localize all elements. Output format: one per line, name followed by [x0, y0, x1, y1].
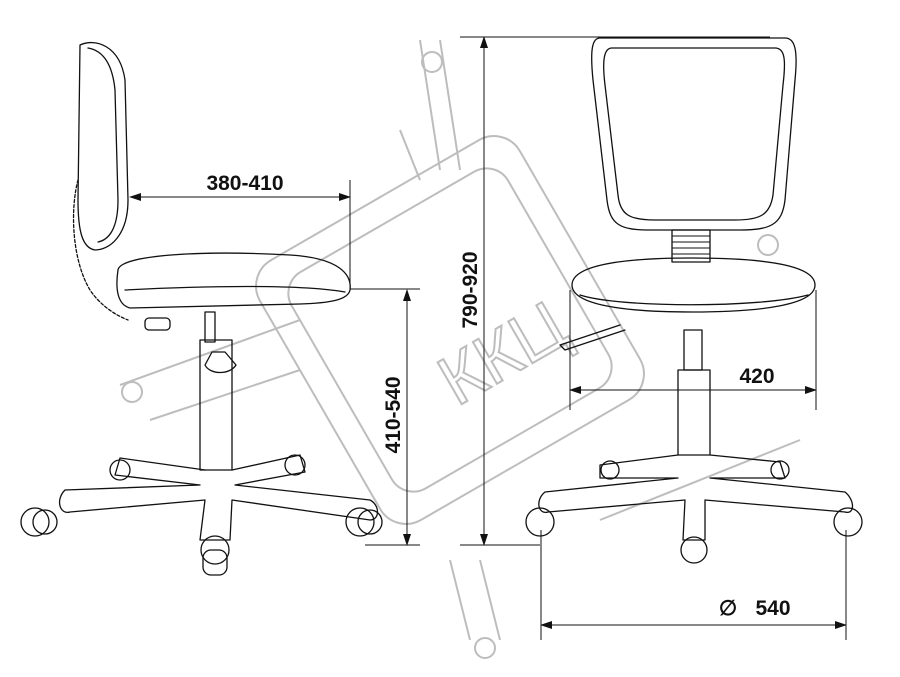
dimension-seat-width: 420	[569, 290, 817, 410]
watermark: ККЦ	[119, 39, 801, 659]
seat-width-label: 420	[739, 365, 774, 388]
chair-side-view	[20, 41, 383, 576]
dimension-seat-height: 410-540	[350, 288, 420, 546]
dimension-total-height: 790-920	[459, 36, 770, 546]
dimension-base-diameter: ∅ 540	[540, 530, 847, 640]
spring	[671, 229, 711, 263]
total-height-label: 790-920	[459, 251, 482, 328]
chair-front-view	[525, 37, 863, 564]
base-diameter-label: 540	[755, 597, 790, 620]
seat-depth-label: 380-410	[206, 172, 283, 195]
diameter-symbol: ∅	[719, 597, 737, 620]
seat-height-label: 410-540	[382, 376, 405, 453]
watermark-text: ККЦ	[425, 286, 579, 420]
dimension-seat-depth: 380-410	[129, 172, 351, 290]
